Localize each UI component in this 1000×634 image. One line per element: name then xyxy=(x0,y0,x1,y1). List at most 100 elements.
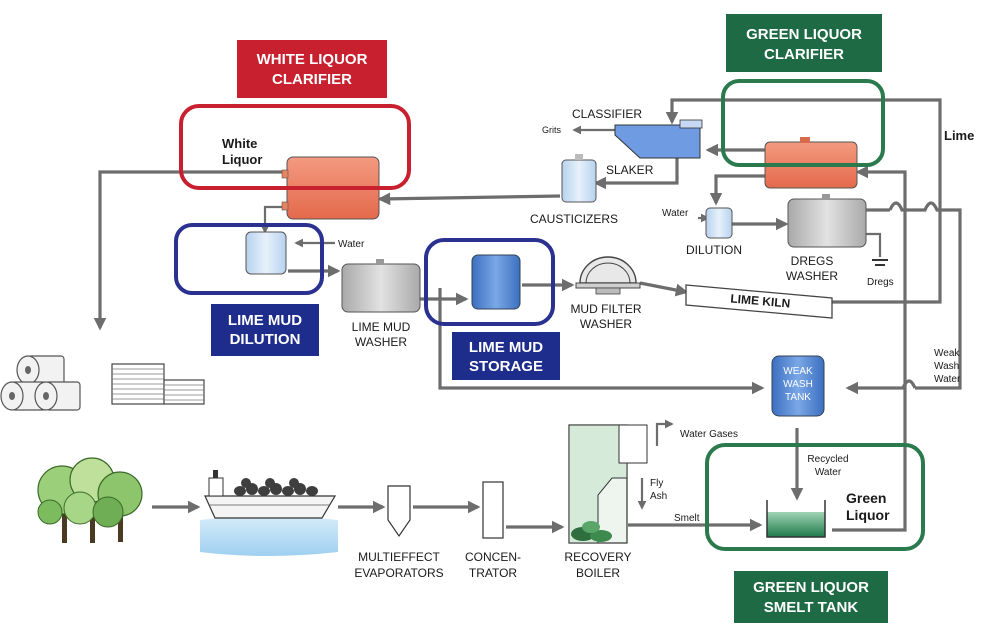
badge-white-liquor-line1: WHITE LIQUOR xyxy=(257,51,368,68)
badge-dilution-line1: LIME MUD xyxy=(228,312,302,329)
causticizers-label: CAUSTICIZERS xyxy=(530,212,618,226)
white-liquor-clarifier-highlight xyxy=(179,104,411,190)
dregs-washer-cap xyxy=(822,194,830,200)
weak-wash-water-label-line2: Wash xyxy=(934,361,959,372)
weak-wash-tank xyxy=(771,355,825,417)
lime-label: Lime xyxy=(944,128,974,143)
weak-wash-tank-label-line3: TANK xyxy=(785,392,811,403)
causticizers-to-clarifier-line xyxy=(377,192,561,206)
labels: White Liquor Water LIME MUD WASHER CLASS… xyxy=(222,107,974,580)
dregs-washer-tank xyxy=(787,198,867,248)
mud-filter-washer-label-line2: WASHER xyxy=(580,317,633,331)
flow-lines xyxy=(93,98,962,534)
slaker-label: SLAKER xyxy=(606,163,654,177)
lime-mud-washer-tank xyxy=(341,263,421,313)
weak-wash-tank-label-line1: WEAK xyxy=(783,366,813,377)
dregs-label: Dregs xyxy=(867,277,894,288)
green-liquor-label-line1: Green xyxy=(846,490,886,506)
water-gases-arrow xyxy=(655,419,674,446)
concentrator-label-line2: TRATOR xyxy=(469,566,518,580)
green-water-label: Water xyxy=(662,208,689,219)
green-liquor-clarifier-highlight xyxy=(721,79,885,167)
lime-mud-washer-label-line1: LIME MUD xyxy=(352,320,411,334)
badge-storage-line2: STORAGE xyxy=(469,358,543,375)
green-clarifier-cap xyxy=(800,137,810,143)
mud-filter-washer-label-line1: MUD FILTER xyxy=(570,302,641,316)
dregs-washer-label-line2: WASHER xyxy=(786,269,839,283)
recovery-boiler-label-line2: BOILER xyxy=(576,566,620,580)
lime-mud-storage-highlight xyxy=(424,238,555,326)
clarifier-to-dilution-line xyxy=(260,205,287,234)
badge-smelt-line1: GREEN LIQUOR xyxy=(753,579,869,596)
weak-wash-water-label-line1: Weak xyxy=(934,348,960,359)
green-liquor-smelt-tank-highlight xyxy=(705,443,925,551)
dilution-label: DILUTION xyxy=(686,243,742,257)
badge-green-liquor-clarifier: GREEN LIQUOR CLARIFIER xyxy=(726,14,882,72)
white-liquor-outflow-line xyxy=(93,170,287,331)
recycled-water-label-line1: Recycled xyxy=(807,454,848,465)
white-liquor-label-line1: White xyxy=(222,136,257,151)
classifier-unit xyxy=(614,124,701,159)
weak-wash-water-label-line3: Water xyxy=(934,374,961,385)
white-liquor-label-line2: Liquor xyxy=(222,152,262,167)
green-clarifier-to-dilution-line xyxy=(709,174,765,206)
mud-filter-washer-drum xyxy=(575,256,641,295)
recovery-boiler xyxy=(568,424,648,544)
recovery-boiler-label-line1: RECOVERY xyxy=(564,550,631,564)
multieffect-evaporators-label-line1: MULTIEFFECT xyxy=(358,550,440,564)
classifier-label: CLASSIFIER xyxy=(572,107,642,121)
dregs-washer-weak-wash-line-b xyxy=(888,201,962,390)
badge-smelt-line2: SMELT TANK xyxy=(764,599,859,616)
badge-lime-mud-storage: LIME MUD STORAGE xyxy=(452,332,560,380)
fly-ash-label-line1: Fly xyxy=(650,478,663,489)
clarifier-nozzle-1 xyxy=(281,169,289,179)
paper-stacks-illustration xyxy=(111,363,205,405)
badge-green-clarifier-line1: GREEN LIQUOR xyxy=(746,26,862,43)
lime-mud-washer-label-line2: WASHER xyxy=(355,335,408,349)
multieffect-evaporators-label-line2: EVAPORATORS xyxy=(354,566,443,580)
smelt-label: Smelt xyxy=(674,513,700,524)
badge-white-liquor-line2: CLARIFIER xyxy=(272,71,352,88)
green-dilution-tank xyxy=(705,207,733,239)
classifier-hopper xyxy=(679,119,703,129)
badge-lime-mud-dilution: LIME MUD DILUTION xyxy=(211,304,319,356)
badge-storage-line1: LIME MUD xyxy=(469,339,543,356)
lime-mud-storage-tank xyxy=(471,254,521,310)
causticizers-cap xyxy=(575,154,583,160)
weak-wash-to-tank-line xyxy=(845,379,917,395)
slaker-to-causticizers-line xyxy=(593,150,679,190)
lime-mud-dilution-highlight xyxy=(174,223,324,295)
badge-dilution-line2: DILUTION xyxy=(230,331,301,348)
badge-green-clarifier-line2: CLARIFIER xyxy=(764,46,844,63)
multieffect-evaporator xyxy=(387,485,411,538)
dregs-washer-label-line1: DREGS xyxy=(791,254,834,268)
smelt-tank xyxy=(766,500,826,538)
grits-label: Grits xyxy=(542,125,561,135)
paper-rolls-illustration xyxy=(0,355,81,411)
washer-to-weak-wash-line xyxy=(438,288,765,395)
dregs-outflow-line xyxy=(866,232,882,257)
dilution-water-label: Water xyxy=(338,239,365,250)
badge-green-liquor-smelt-tank: GREEN LIQUOR SMELT TANK xyxy=(734,571,888,623)
fly-ash-label-line2: Ash xyxy=(650,491,667,502)
lime-kiln xyxy=(685,284,833,319)
recycled-water-label-line2: Water xyxy=(815,467,842,478)
clarifier-nozzle-2 xyxy=(281,201,289,211)
filter-to-kiln-line xyxy=(639,281,689,297)
concentrator-column xyxy=(482,481,504,539)
highlight-outlines xyxy=(174,79,925,551)
green-liquor-to-clarifier-line xyxy=(832,165,907,532)
water-gases-label: Water Gases xyxy=(680,429,738,440)
log-barge-illustration xyxy=(200,470,338,556)
badge-white-liquor-clarifier: WHITE LIQUOR CLARIFIER xyxy=(237,40,387,98)
lime-mud-dilution-tank xyxy=(245,231,287,275)
green-liquor-label-line2: Liquor xyxy=(846,507,890,523)
weak-wash-tank-label-line2: WASH xyxy=(783,379,813,390)
equipment xyxy=(245,119,867,544)
washer-cap xyxy=(376,259,384,265)
causticizers-tank xyxy=(561,159,597,203)
concentrator-label-line1: CONCEN- xyxy=(465,550,521,564)
lime-kiln-label: LIME KILN xyxy=(730,291,791,310)
